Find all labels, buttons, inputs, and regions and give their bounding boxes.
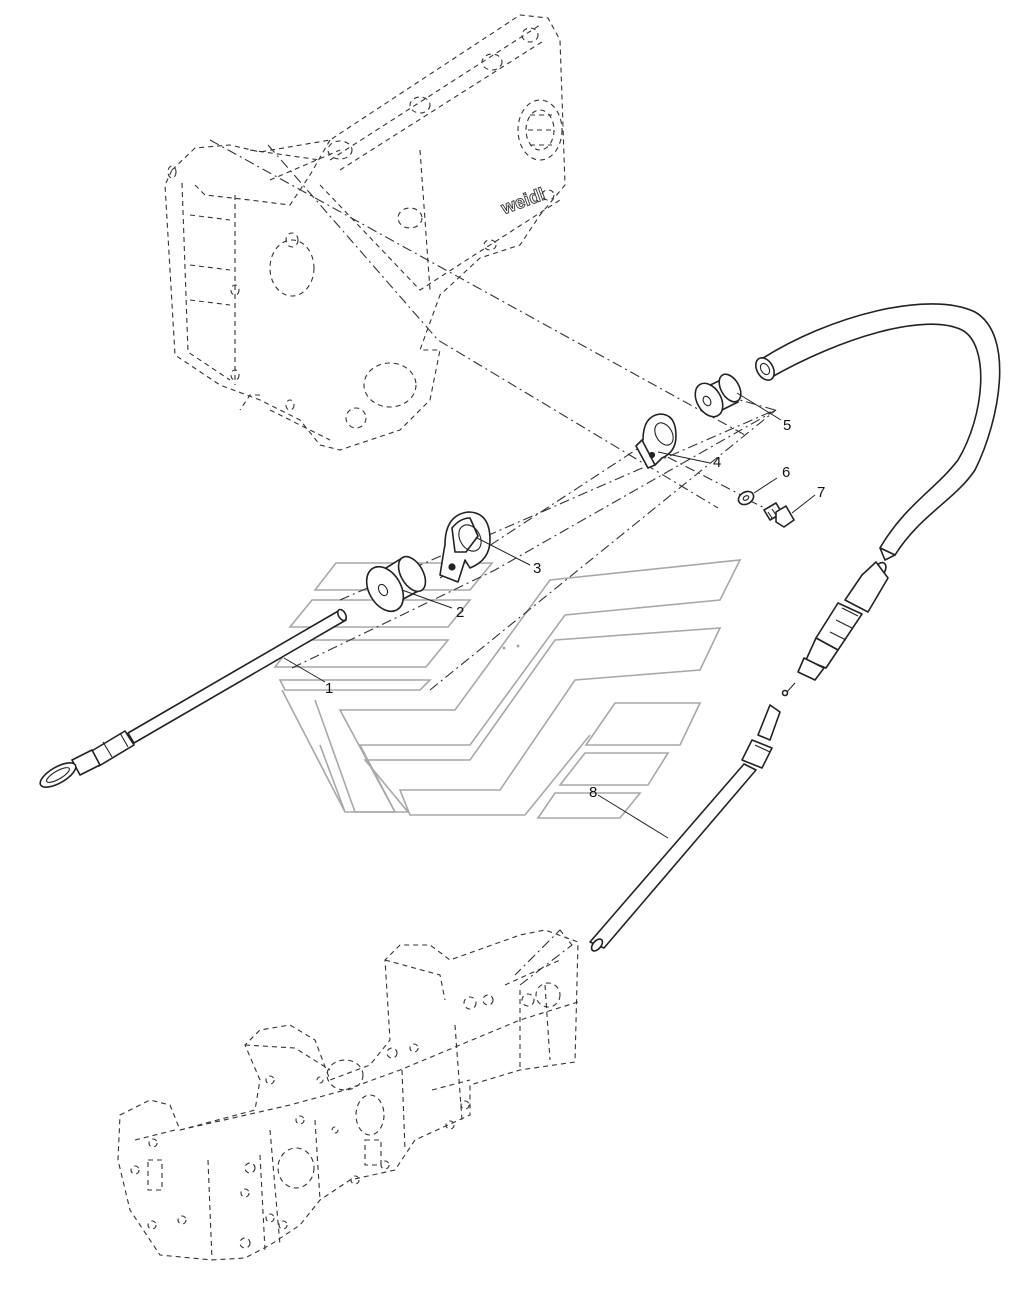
part-2-grommet: [365, 555, 427, 613]
callout-1: 1: [325, 680, 333, 697]
transmission-housing: weidl: [164, 14, 566, 451]
part-6-washer: [737, 490, 755, 506]
callout-8: 8: [589, 784, 597, 801]
callout-2: 2: [456, 604, 464, 621]
callout-4: 4: [713, 454, 721, 471]
assembly-centerlines: [209, 139, 791, 986]
callout-leaders: [283, 392, 816, 839]
part-7-bolt: [763, 502, 795, 528]
part-1-dipstick: [39, 608, 348, 788]
part-8-dipstick-tube: [589, 303, 1001, 952]
part-4-pclip-small: [635, 413, 677, 469]
axle-housing: [117, 929, 579, 1261]
callouts: 1 2 3 4 5 6 7 8: [325, 417, 825, 801]
callout-3: 3: [533, 560, 541, 577]
callout-7: 7: [817, 484, 825, 501]
callout-6: 6: [782, 464, 790, 481]
brand-text: weidl: [498, 184, 548, 219]
part-3-pclip: [439, 511, 491, 583]
callout-5: 5: [783, 417, 791, 434]
part-5-grommet-small: [694, 373, 742, 418]
watermark-logo: [273, 559, 742, 819]
